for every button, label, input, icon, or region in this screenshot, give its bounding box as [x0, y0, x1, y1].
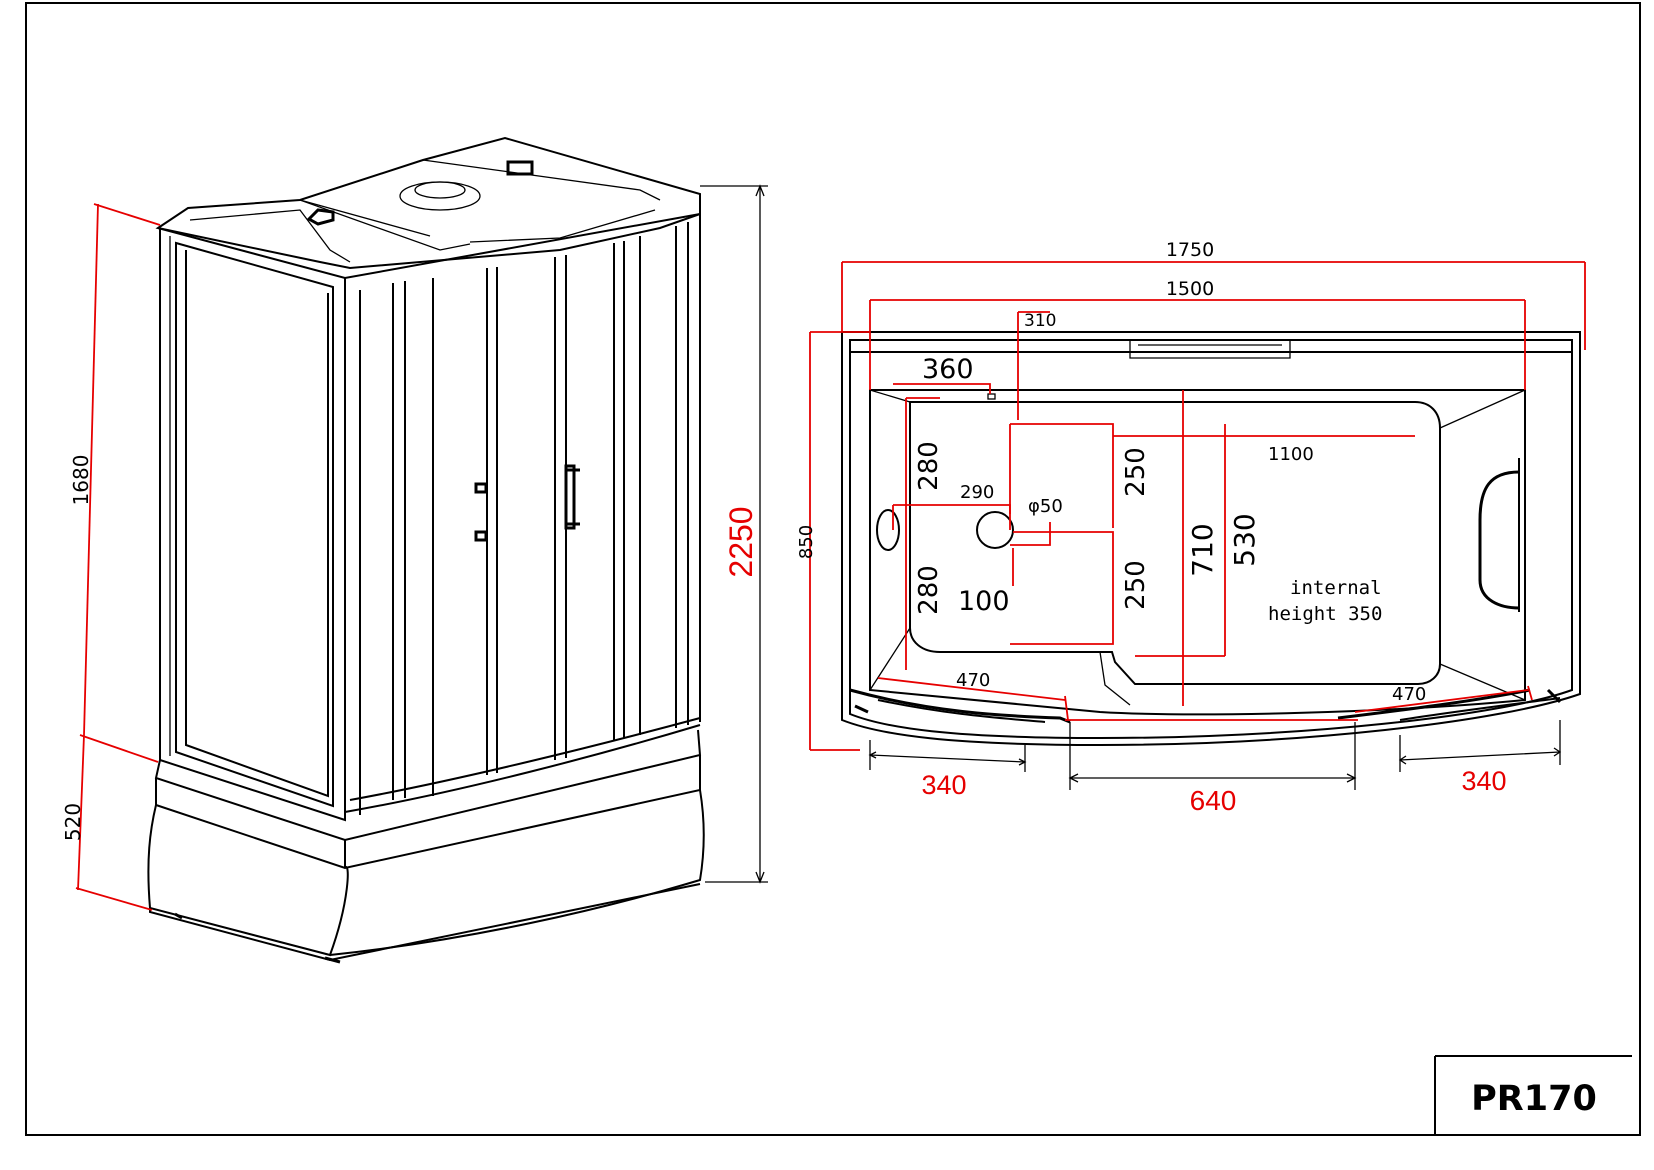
title-block: PR170 — [1434, 1055, 1632, 1135]
plan-dimensions — [809, 261, 1586, 751]
dim-470-right: 470 — [1392, 684, 1426, 705]
dim-520: 520 — [61, 803, 85, 841]
dim-470-left: 470 — [956, 670, 990, 691]
dim-100: 100 — [958, 586, 1010, 617]
dim-640: 640 — [1190, 785, 1237, 816]
perspective-dimensions — [75, 184, 768, 911]
note-line1: internal — [1290, 577, 1382, 599]
dim-280-upper: 280 — [914, 441, 944, 491]
dim-280-lower: 280 — [914, 565, 944, 615]
dim-360: 360 — [922, 354, 974, 385]
note-line2: height 350 — [1268, 603, 1382, 625]
dim-1100: 1100 — [1268, 444, 1314, 465]
plan-black-dims — [868, 720, 1562, 790]
dim-250-upper: 250 — [1121, 447, 1151, 497]
base-tray — [147, 729, 705, 964]
front-doors — [344, 214, 701, 820]
dim-1500: 1500 — [1166, 278, 1214, 300]
dim-250-lower: 250 — [1121, 560, 1151, 610]
perspective-view: 1680 520 2250 — [61, 136, 768, 964]
sheet-border — [25, 2, 1641, 1136]
roof — [155, 136, 701, 280]
dim-phi50: φ50 — [1028, 496, 1063, 517]
dim-1680: 1680 — [69, 455, 93, 506]
dim-850: 850 — [796, 525, 817, 559]
dim-530: 530 — [1228, 513, 1261, 566]
side-panel — [159, 228, 346, 822]
dim-310: 310 — [1024, 311, 1056, 331]
dim-1750: 1750 — [1166, 239, 1214, 261]
model-label: PR170 — [1471, 1079, 1597, 1119]
dim-340-right: 340 — [1461, 766, 1506, 796]
plan-view: 1750 1500 310 360 850 280 280 290 φ50 10… — [796, 239, 1586, 816]
dim-290: 290 — [960, 482, 994, 503]
dim-2250: 2250 — [723, 506, 759, 577]
dim-340-left: 340 — [921, 770, 966, 800]
dim-710: 710 — [1186, 523, 1219, 576]
